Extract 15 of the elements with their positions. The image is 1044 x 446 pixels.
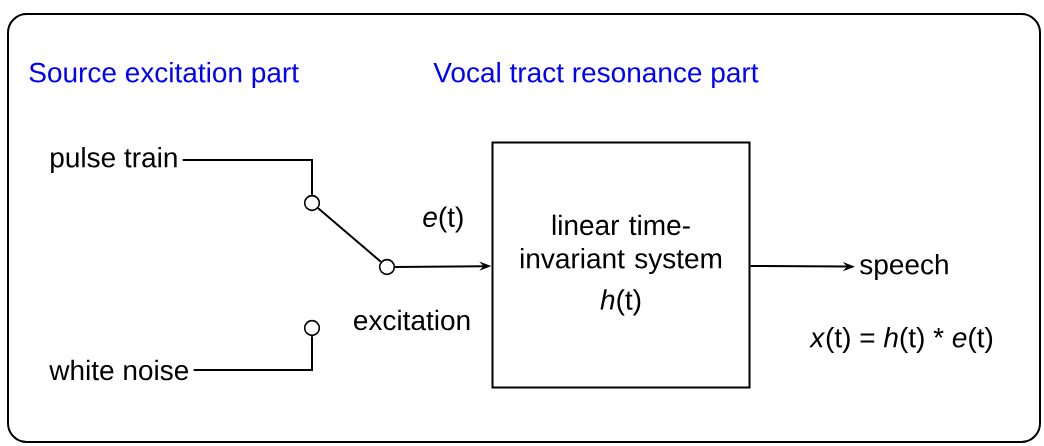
switch-contact xyxy=(303,319,321,337)
system-box: linear time-invariant system h(t) xyxy=(491,141,751,389)
switch-contact xyxy=(303,194,321,212)
line xyxy=(192,335,313,371)
annotation: x(t) = h(t) *e(t) xyxy=(809,326,993,354)
section-heading: Source excitation part xyxy=(29,61,299,89)
line xyxy=(317,207,382,263)
signal-label: pulse train xyxy=(51,146,177,174)
line xyxy=(181,159,313,196)
signal-label: speech xyxy=(860,253,948,281)
annotation: excitation xyxy=(354,309,470,331)
section-heading: Vocal tract resonance part xyxy=(433,61,759,89)
edge-label: e(t) xyxy=(423,206,463,233)
signal-label: white noise xyxy=(49,359,189,381)
switch-contact xyxy=(378,258,396,276)
